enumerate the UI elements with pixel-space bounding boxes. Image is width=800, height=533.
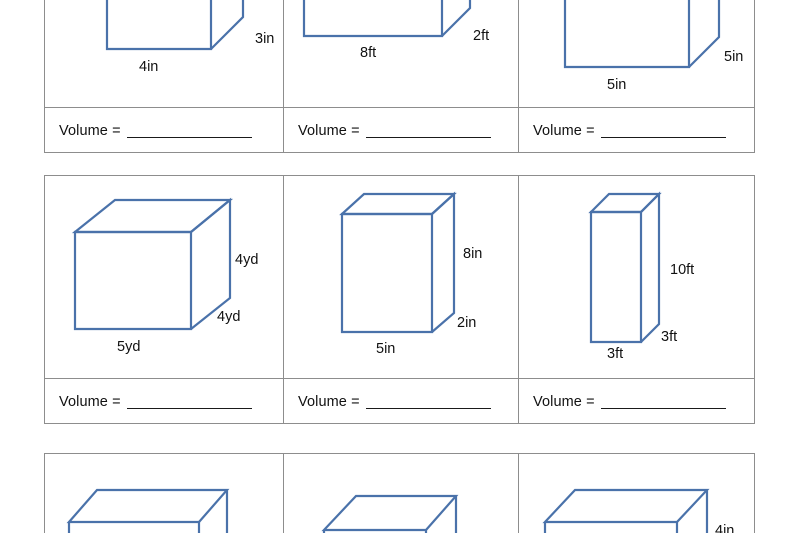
answer-cell-r1c3: Volume =	[519, 107, 754, 153]
dimension-label-depth-r1c1: 3in	[255, 31, 275, 47]
question-table-row-2: 4yd 4yd 5yd 8in 2in 5in	[44, 175, 755, 424]
figure-row-2: 4yd 4yd 5yd 8in 2in 5in	[45, 176, 754, 378]
prism-figure-r1c2	[284, 0, 518, 107]
dimension-label-depth-r1c3: 5in	[724, 49, 744, 65]
answer-blank-r1c2[interactable]	[365, 124, 491, 138]
question-cell-r2c2: 8in 2in 5in	[284, 176, 519, 378]
answer-line-r2c2[interactable]: Volume =	[284, 379, 518, 424]
answer-label-r1c3: Volume =	[533, 122, 595, 139]
answer-label-r1c1: Volume =	[59, 122, 121, 139]
answer-cell-r2c1: Volume =	[45, 378, 284, 424]
dimension-label-width-r2c3: 3ft	[607, 346, 624, 362]
question-cell-r3c3: 4in	[519, 454, 754, 533]
question-table-row-3: 4in	[44, 453, 755, 533]
answer-blank-r2c2[interactable]	[365, 395, 491, 409]
question-cell-r2c1: 4yd 4yd 5yd	[45, 176, 284, 378]
answer-line-r2c1[interactable]: Volume =	[45, 379, 283, 424]
prism-figure-r2c2	[284, 176, 518, 378]
answer-row-1: Volume = Volume = Volume =	[45, 107, 754, 153]
dimension-label-width-r2c1: 5yd	[117, 339, 141, 355]
dimension-label-depth-r2c2: 2in	[457, 315, 477, 331]
answer-row-2: Volume = Volume = Volume =	[45, 378, 754, 424]
answer-blank-r2c1[interactable]	[126, 395, 252, 409]
answer-blank-r1c1[interactable]	[126, 124, 252, 138]
dimension-label-depth-r2c1: 4yd	[217, 309, 241, 325]
question-cell-r1c2: 8ft 2ft	[284, 0, 519, 107]
question-cell-r3c2	[284, 454, 519, 533]
answer-line-r1c2[interactable]: Volume =	[284, 108, 518, 153]
cube-figure-r2c1	[45, 176, 283, 378]
answer-cell-r2c2: Volume =	[284, 378, 519, 424]
figure-row-1: 4in 3in 8ft 2ft	[45, 0, 754, 107]
dimension-label-width-r1c1: 4in	[139, 59, 159, 75]
prism-figure-r2c3	[519, 176, 754, 378]
answer-label-r1c2: Volume =	[298, 122, 360, 139]
dimension-label-width-r2c2: 5in	[376, 341, 396, 357]
cube-figure-r1c3	[519, 0, 754, 107]
answer-cell-r2c3: Volume =	[519, 378, 754, 424]
dimension-label-height-r3c3: 4in	[715, 523, 735, 533]
prism-figure-r3c3	[519, 454, 754, 533]
answer-line-r1c3[interactable]: Volume =	[519, 108, 754, 153]
figure-row-3: 4in	[45, 454, 754, 533]
dimension-label-depth-r2c3: 3ft	[661, 329, 678, 345]
answer-line-r2c3[interactable]: Volume =	[519, 379, 754, 424]
answer-cell-r1c2: Volume =	[284, 107, 519, 153]
question-cell-r3c1	[45, 454, 284, 533]
question-table-row-1: 4in 3in 8ft 2ft	[44, 0, 755, 153]
question-cell-r1c3: 5in 5in 5in	[519, 0, 754, 107]
question-cell-r1c1: 4in 3in	[45, 0, 284, 107]
dimension-label-width-r1c3: 5in	[607, 77, 627, 93]
prism-figure-r3c2	[284, 454, 518, 533]
answer-label-r2c1: Volume =	[59, 393, 121, 410]
question-cell-r2c3: 10ft 3ft 3ft	[519, 176, 754, 378]
answer-line-r1c1[interactable]: Volume =	[45, 108, 283, 153]
dimension-label-height-r2c3: 10ft	[670, 262, 695, 278]
answer-blank-r1c3[interactable]	[600, 124, 726, 138]
dimension-label-width-r1c2: 8ft	[360, 45, 377, 61]
answer-label-r2c3: Volume =	[533, 393, 595, 410]
answer-label-r2c2: Volume =	[298, 393, 360, 410]
dimension-label-height-r2c1: 4yd	[235, 252, 259, 268]
answer-cell-r1c1: Volume =	[45, 107, 284, 153]
prism-figure-r1c1	[45, 0, 283, 107]
answer-blank-r2c3[interactable]	[600, 395, 726, 409]
dimension-label-depth-r1c2: 2ft	[473, 28, 490, 44]
prism-figure-r3c1	[45, 454, 283, 533]
dimension-label-height-r2c2: 8in	[463, 246, 483, 262]
